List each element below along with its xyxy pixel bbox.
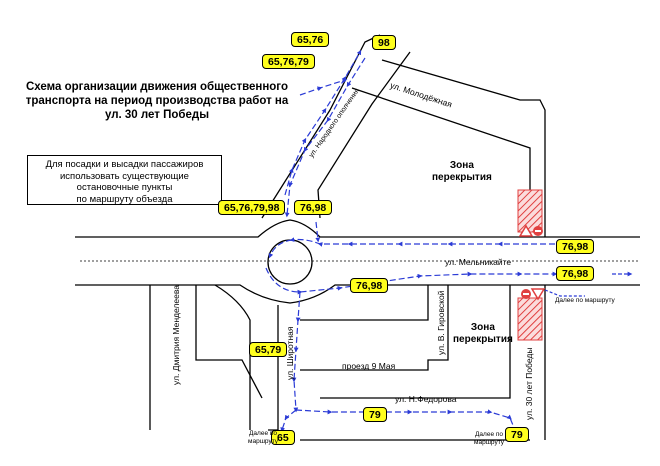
street-label-girovskoy: ул. В. Гировской [436, 290, 446, 355]
route-badge-65-76-79-98: 65,76,79,98 [218, 200, 286, 215]
closure-zone-label-top: Зона перекрытия [432, 160, 492, 183]
route-badge-76-98-mid: 76,98 [294, 200, 333, 215]
route-badge-76-98-right-lower: 76,98 [556, 266, 595, 281]
continue-note-bottom-left: Далее по маршруту [248, 430, 279, 445]
route-badge-65-76: 65,76 [291, 32, 330, 47]
closure-zone-label-bottom: Зона перекрытия [453, 322, 513, 345]
street-label-fedorova: ул. Н.Федорова [395, 394, 457, 404]
route-badge-76-98-right-upper: 76,98 [556, 239, 595, 254]
street-label-shirotnaya: ул. Широтная [285, 326, 295, 380]
bus-routes [265, 49, 558, 433]
continue-note-right: Далее по маршруту [555, 297, 615, 304]
route-badge-79-bottom: 79 [363, 407, 387, 422]
street-label-melnikayte: ул. Мельникайте [445, 257, 512, 267]
route-badge-65-bottom: 65 [271, 430, 295, 445]
street-label-mendeleeva: ул. Дмитрия Менделеева [171, 285, 181, 385]
continue-note-bottom-right: Далее по маршруту [474, 431, 505, 446]
closure-zone-top [517, 189, 543, 233]
street-label-maya: проезд 9 Мая [342, 361, 396, 371]
closure-zone-bottom [517, 297, 543, 341]
route-badge-65-79: 65,79 [249, 342, 288, 357]
route-badge-79-bottom-right: 79 [505, 427, 529, 442]
route-badge-76-98-center: 76,98 [350, 278, 389, 293]
street-label-pobedy: ул. 30 лет Победы [524, 347, 534, 420]
route-badge-98: 98 [372, 35, 396, 50]
route-badge-65-76-79: 65,76,79 [262, 54, 315, 69]
scheme-title: Схема организации движения общественного… [25, 81, 289, 121]
boarding-note: Для посадки и высадки пассажиров использ… [27, 155, 222, 205]
